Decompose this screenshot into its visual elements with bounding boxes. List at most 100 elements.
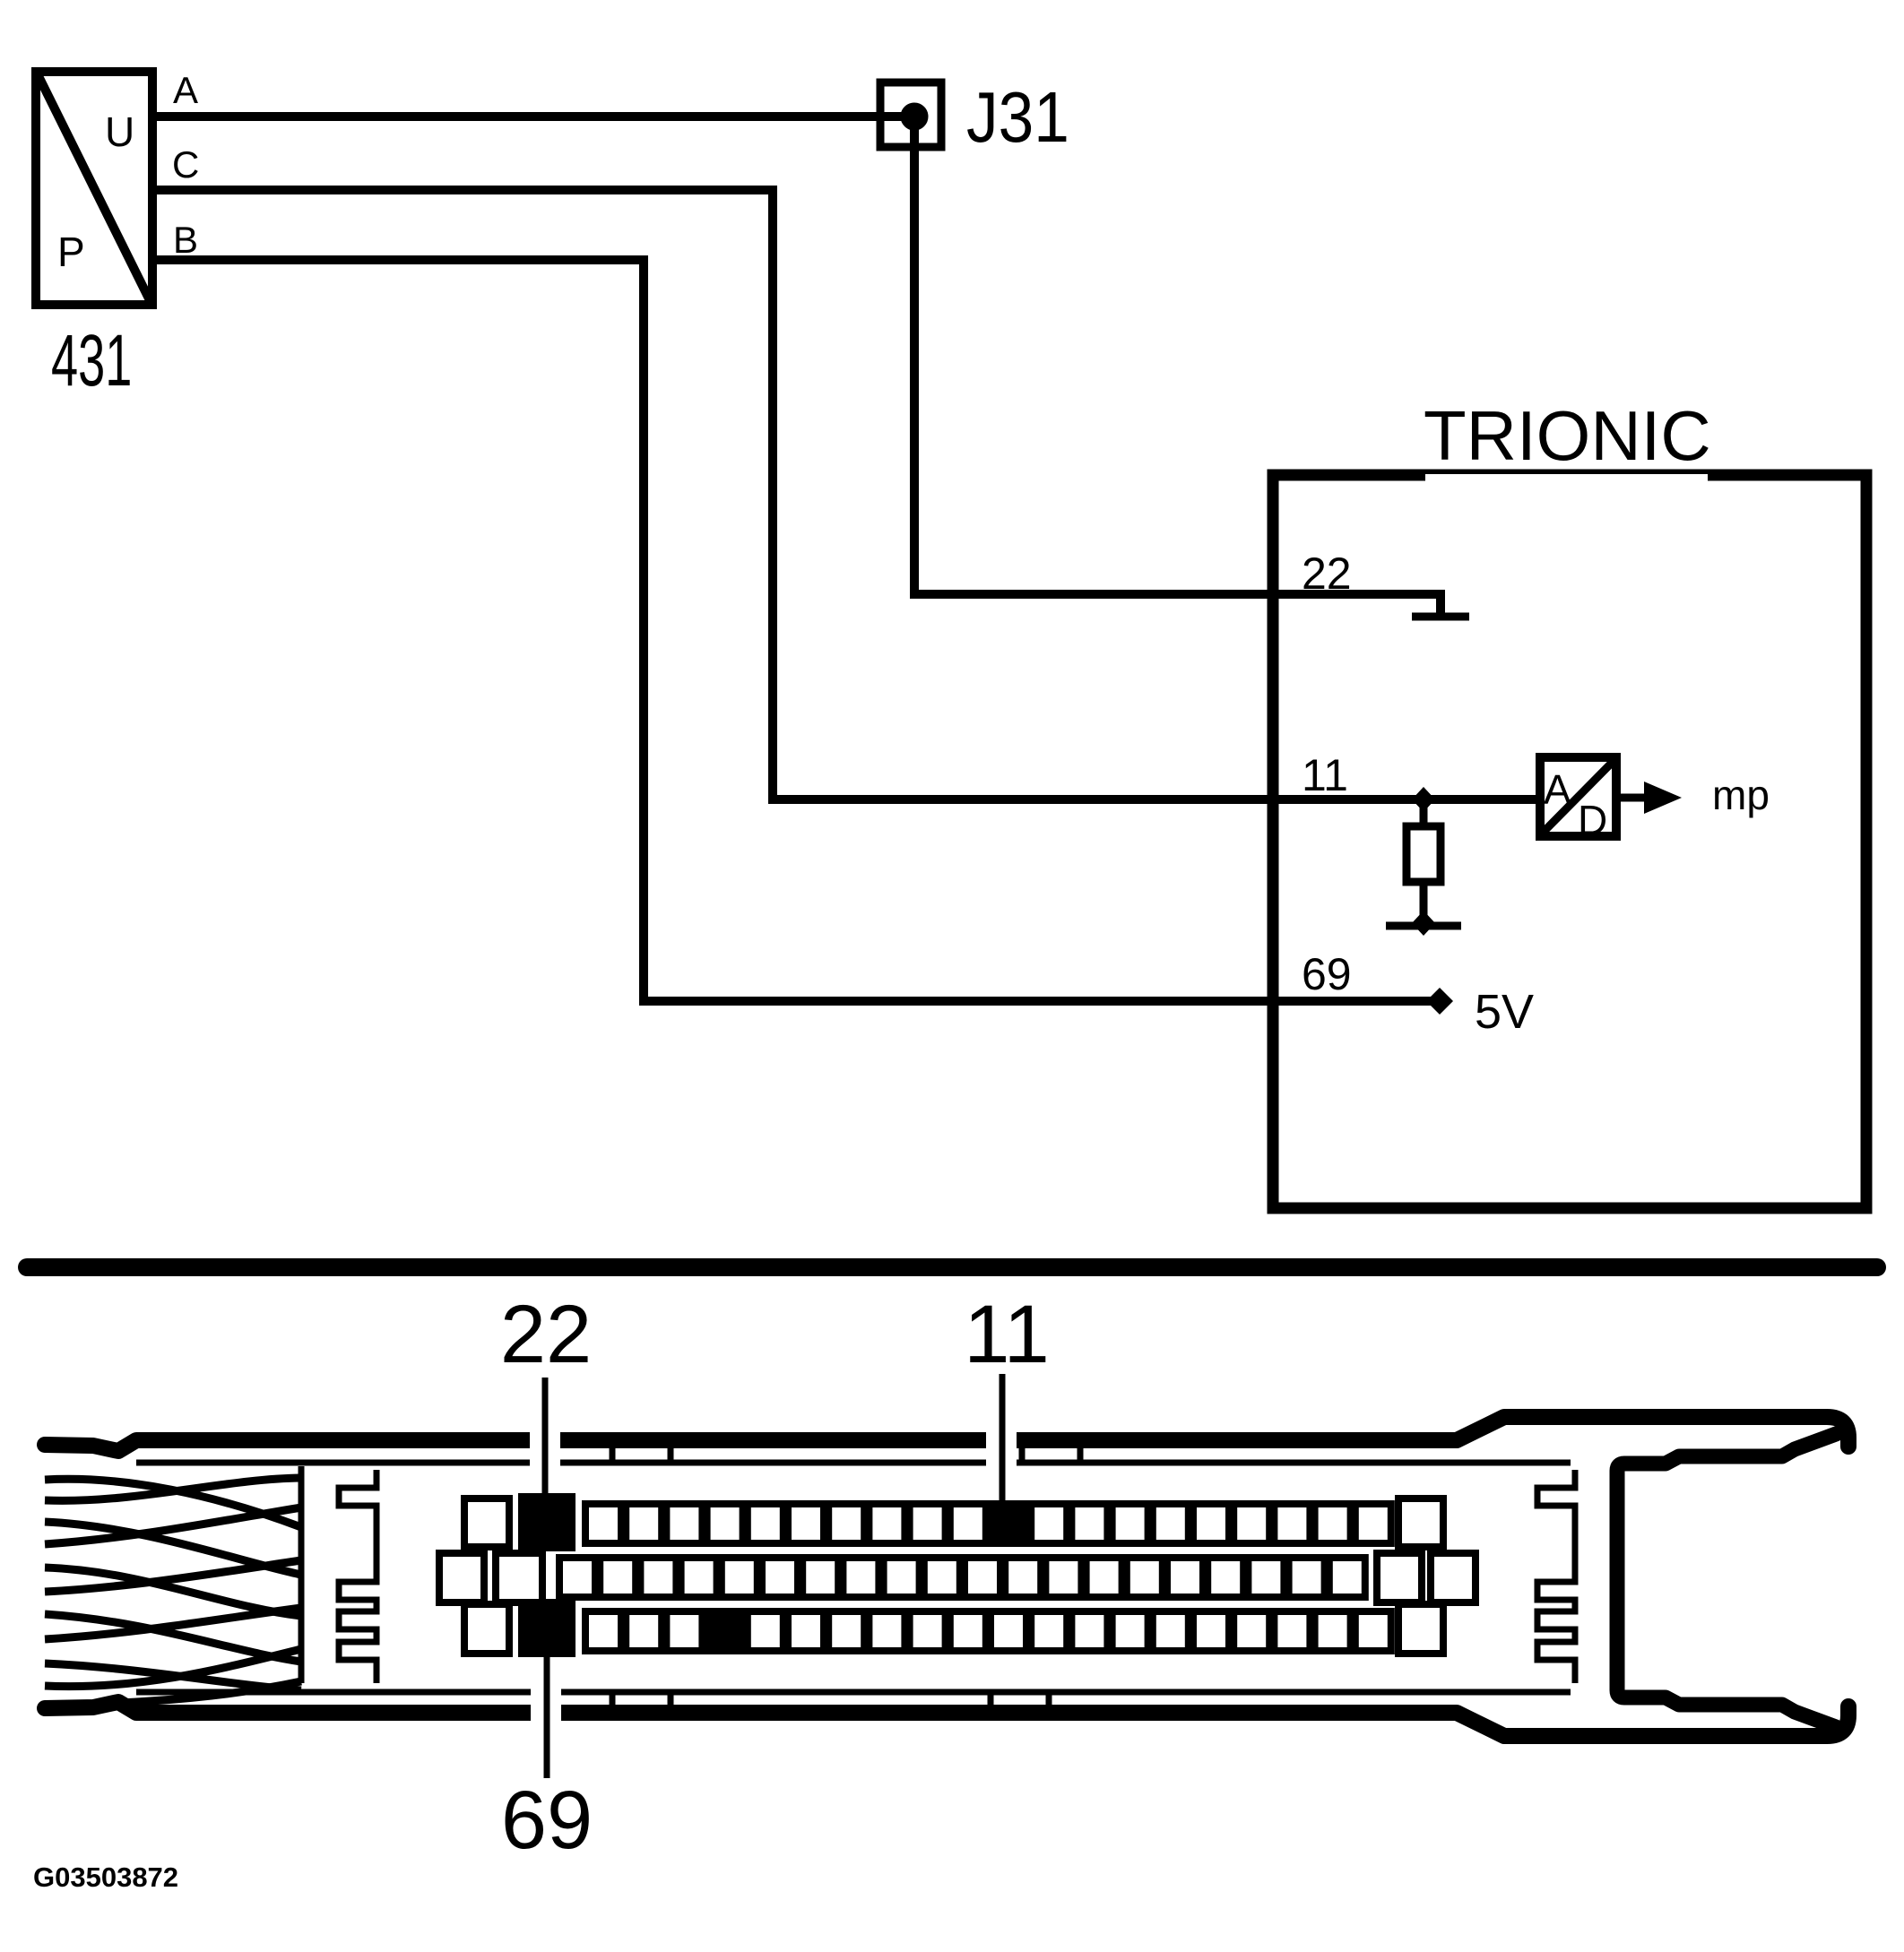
sensor-id-label: 431 [51, 319, 132, 402]
ecu-box [1267, 469, 1873, 1214]
housing-right-notched-wall [1534, 1470, 1579, 1683]
connector-pin [1373, 1550, 1425, 1606]
connector-pin [1148, 1500, 1192, 1547]
connector-pin [461, 1495, 513, 1550]
connector-pin [920, 1554, 964, 1601]
connector-pin [1325, 1554, 1369, 1601]
sensor-symbol-p: P [57, 229, 85, 275]
connector-pin [1427, 1550, 1479, 1606]
connector-pin [825, 1500, 869, 1547]
resistor-symbol [1402, 822, 1445, 886]
connector-pin [905, 1608, 949, 1654]
sensor-pin-c-label: C [172, 143, 199, 186]
ecu-pin69-label: 69 [1302, 949, 1352, 999]
connector-pin [1190, 1500, 1233, 1547]
connector-pin [677, 1554, 721, 1601]
connector-pin [622, 1608, 666, 1654]
connector-pin [1108, 1500, 1152, 1547]
connector-pin [1204, 1554, 1248, 1601]
connector-pin [758, 1554, 801, 1601]
ecu-pin11-label: 11 [1302, 750, 1348, 800]
connector-pin [582, 1500, 625, 1547]
connector-pin [1068, 1608, 1112, 1654]
latch-tabs [609, 1448, 1084, 1706]
connector-pin [717, 1554, 761, 1601]
housing-left-notched-wall [335, 1470, 380, 1683]
connector-pin-highlighted [703, 1608, 747, 1654]
connector-pin [1395, 1495, 1447, 1550]
connector-pin [556, 1554, 599, 1601]
connector-pin [799, 1554, 843, 1601]
sensor-pin-a-label: A [173, 69, 198, 111]
sensor-pin-b-label: B [173, 219, 198, 261]
arrowhead-icon [1644, 782, 1682, 814]
connector-pin-highlighted [987, 1500, 1030, 1547]
connector-pin [825, 1608, 869, 1654]
connector-pin [961, 1554, 1004, 1601]
connector-pin-highlighted [518, 1493, 576, 1551]
connector-pin [662, 1500, 706, 1547]
connector-pin [1068, 1500, 1112, 1547]
connector-pin [636, 1554, 680, 1601]
wire-j31-to-pin22 [910, 117, 1445, 613]
connector-pin [987, 1608, 1030, 1654]
connector-pin [596, 1554, 640, 1601]
ecu-title: TRIONIC [1424, 396, 1711, 475]
pressure-sensor-symbol [31, 67, 157, 309]
ad-a-label: A [1544, 766, 1571, 813]
connector-pin [946, 1500, 990, 1547]
connector-pin [1230, 1500, 1274, 1547]
connector-pin [1164, 1554, 1207, 1601]
connector-pin [1351, 1608, 1395, 1654]
connector-pin [662, 1608, 706, 1654]
connector-pin [436, 1550, 488, 1606]
connector-pin [1108, 1608, 1152, 1654]
connector-pin [784, 1500, 827, 1547]
connector-pin [784, 1608, 827, 1654]
connector-pin [461, 1601, 513, 1657]
connector-label-22: 22 [500, 1289, 592, 1380]
connector-pin [703, 1500, 747, 1547]
connector-pin [1122, 1554, 1166, 1601]
microprocessor-label: mp [1712, 772, 1770, 818]
connector-pin [865, 1500, 909, 1547]
connector-label-11: 11 [964, 1289, 1050, 1380]
supply-5v-label: 5V [1475, 985, 1534, 1039]
connector-pin [1311, 1500, 1354, 1547]
connector-pin [1285, 1554, 1328, 1601]
schematic-labels: U P A C B 431 J31 TRIONIC 22 11 69 A D m… [51, 69, 1770, 1039]
connector-pin [1351, 1500, 1395, 1547]
connector-label-69: 69 [501, 1775, 593, 1866]
document-id: G03503872 [33, 1861, 178, 1893]
junction-j31-symbol [876, 78, 1469, 621]
connector-pin [1001, 1554, 1045, 1601]
connector-pin [865, 1608, 909, 1654]
connector-pin [1244, 1554, 1288, 1601]
ad-d-label: D [1578, 797, 1607, 843]
pin11-internal-network [1386, 753, 1682, 936]
connector-pin [1270, 1500, 1314, 1547]
connector-pin [1148, 1608, 1192, 1654]
connector-pin [946, 1608, 990, 1654]
shell-top-edge [37, 1409, 1856, 1459]
connector-pin [839, 1554, 883, 1601]
sensor-diagonal [34, 73, 154, 303]
connector-pin [1027, 1608, 1071, 1654]
connector-pin [1230, 1608, 1274, 1654]
sensor-symbol-u: U [105, 108, 134, 155]
junction-j31-label: J31 [966, 77, 1069, 158]
connector-pin [743, 1500, 787, 1547]
wire-c-to-pin11 [157, 186, 1536, 804]
ecu-box-title-notch [1425, 474, 1708, 484]
connector-pin [1190, 1608, 1233, 1654]
shell-right-bracket [1609, 1426, 1844, 1735]
connector-section [37, 1374, 1856, 1778]
connector-labels: 22 11 69 [500, 1289, 1050, 1866]
connector-pin [1042, 1554, 1086, 1601]
wire-harness-bundle [44, 1473, 303, 1710]
connector-pin [1311, 1608, 1354, 1654]
connector-pin [879, 1554, 923, 1601]
connector-pin [1270, 1608, 1314, 1654]
ad-converter-symbol [1536, 753, 1621, 841]
